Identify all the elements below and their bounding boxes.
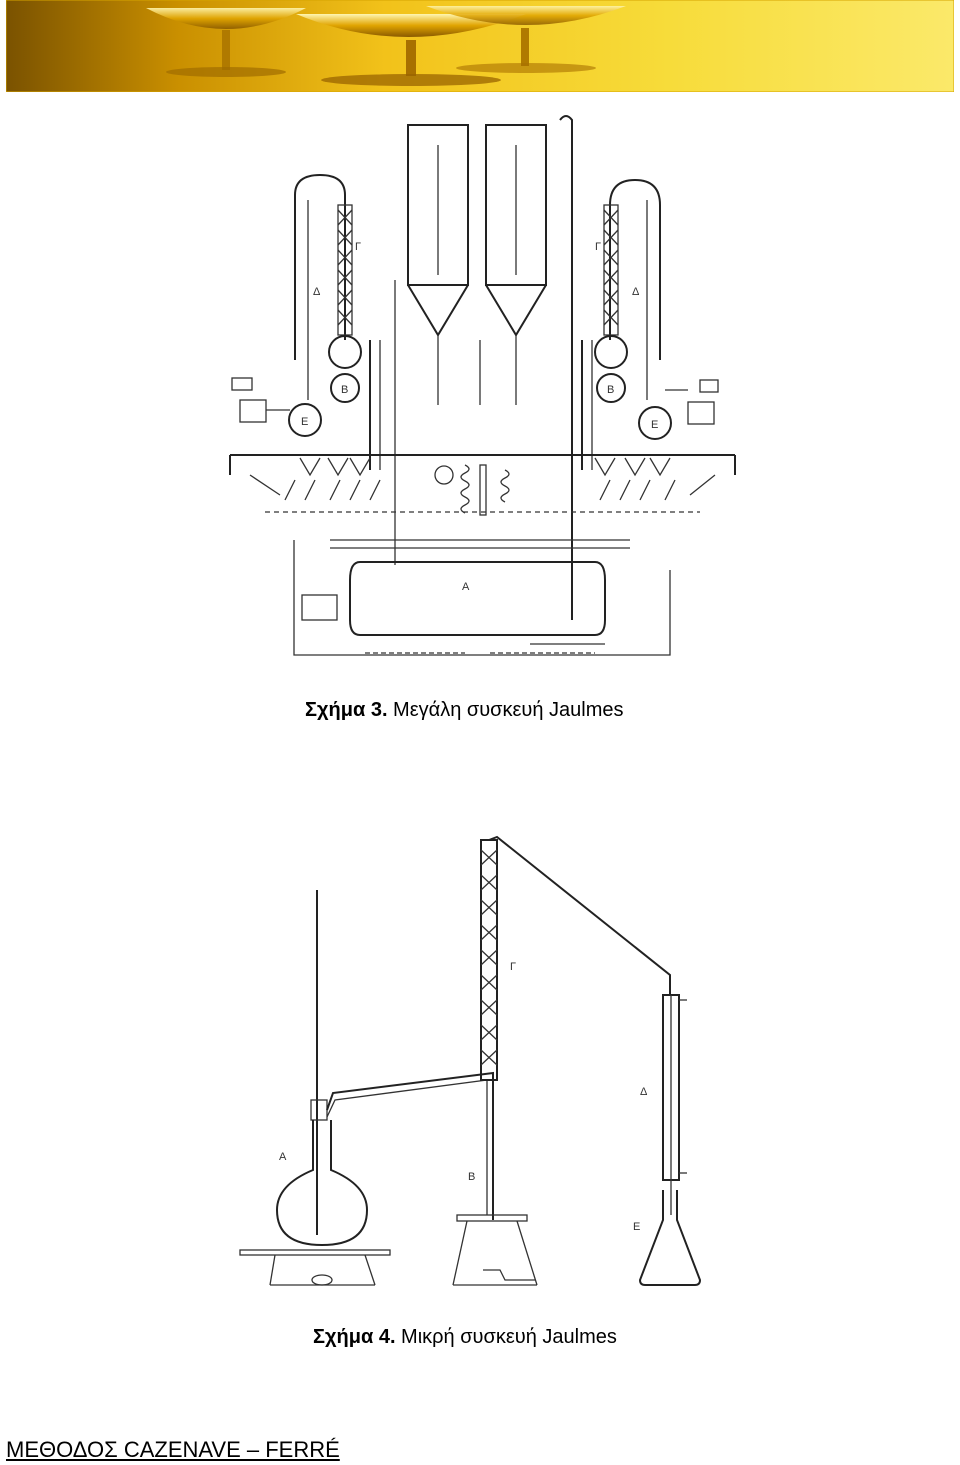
label-delta: Δ <box>640 1086 648 1098</box>
label-e: E <box>633 1221 640 1233</box>
figure-3-diagram: Δ Γ B E Δ Γ B E <box>210 100 755 685</box>
label-delta-right: Δ <box>632 286 640 298</box>
label-e-left: E <box>301 416 308 428</box>
label-b-right: B <box>607 384 614 396</box>
label-b-left: B <box>341 384 348 396</box>
figure-4-caption: Σχήμα 4. Μικρή συσκευή Jaulmes <box>313 1326 617 1349</box>
figure-4-diagram: A Γ B Δ E <box>225 825 725 1300</box>
hopper-left <box>407 124 469 337</box>
figure-4-caption-number: Σχήμα 4. <box>313 1326 396 1348</box>
wine-glasses-banner <box>6 0 954 92</box>
label-delta-left: Δ <box>313 286 321 298</box>
label-e-right: E <box>651 419 658 431</box>
label-gamma-right: Γ <box>595 241 601 253</box>
figure-3-caption-number: Σχήμα 3. <box>305 699 388 721</box>
figure-3-caption-text: Μεγάλη συσκευή Jaulmes <box>387 699 624 721</box>
label-gamma: Γ <box>510 961 516 973</box>
label-a: A <box>279 1151 287 1163</box>
label-gamma-left: Γ <box>355 241 361 253</box>
boiling-flask: A <box>239 890 391 1286</box>
heating-coils <box>434 464 510 516</box>
label-a-tank: A <box>462 581 470 593</box>
figure-4-caption-text: Μικρή συσκευή Jaulmes <box>395 1326 617 1348</box>
section-footer-title: ΜΕΘΟΔΟΣ CAZENAVE – FERRÉ <box>6 1437 340 1462</box>
figure-3-caption: Σχήμα 3. Μεγάλη συσκευή Jaulmes <box>305 699 624 722</box>
label-b: B <box>468 1171 475 1183</box>
left-column-assembly: Δ Γ B E <box>231 173 381 470</box>
receiving-flask: E <box>633 1190 702 1286</box>
burner-stand <box>452 1214 538 1286</box>
main-tank: A <box>293 539 671 656</box>
right-column-assembly: Δ Γ B E <box>581 178 719 470</box>
hopper-right <box>485 124 547 337</box>
fractionating-column: Γ B <box>468 839 516 1183</box>
condenser: Δ <box>640 994 687 1215</box>
